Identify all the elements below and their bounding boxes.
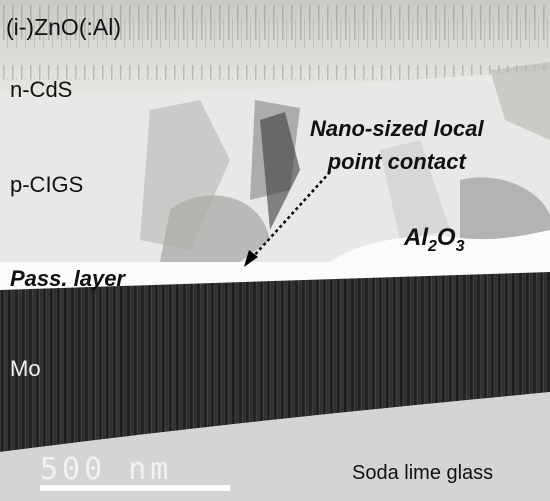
contact-arrow-line xyxy=(251,171,331,259)
pass-layer-label: Pass. layer xyxy=(10,266,125,291)
cigs-label: p-CIGS xyxy=(10,172,84,197)
glass-layer xyxy=(0,392,550,501)
cigs-grain xyxy=(460,177,550,240)
nano-contact-line1: Nano-sized local xyxy=(310,116,484,141)
cigs-grain xyxy=(140,100,230,250)
cigs-grain xyxy=(380,140,450,240)
cigs-grain xyxy=(260,112,300,230)
al2o3-al: Al xyxy=(404,224,428,251)
glass-label: Soda lime glass xyxy=(352,462,494,484)
mo-layer xyxy=(0,272,550,452)
al2o3-sub2: 2 xyxy=(428,238,437,255)
cds-label: n-CdS xyxy=(10,77,73,102)
cigs-grain xyxy=(490,62,550,140)
arrow-head-icon xyxy=(244,250,258,267)
nano-contact-label: Nano-sized local point contact xyxy=(310,112,484,178)
zno-label: (i-)ZnO(:Al) xyxy=(6,14,121,40)
al2o3-sub3: 3 xyxy=(455,238,465,255)
al2o3-o: O xyxy=(436,224,456,251)
mo-label: Mo xyxy=(10,356,41,381)
scale-bar xyxy=(40,485,230,491)
nano-contact-line2: point contact xyxy=(327,149,466,174)
cigs-grain xyxy=(160,195,270,262)
scale-bar-label: 500 nm xyxy=(40,452,173,487)
al2o3-label: Al2O3 xyxy=(404,224,464,256)
zno-texture xyxy=(0,0,550,80)
